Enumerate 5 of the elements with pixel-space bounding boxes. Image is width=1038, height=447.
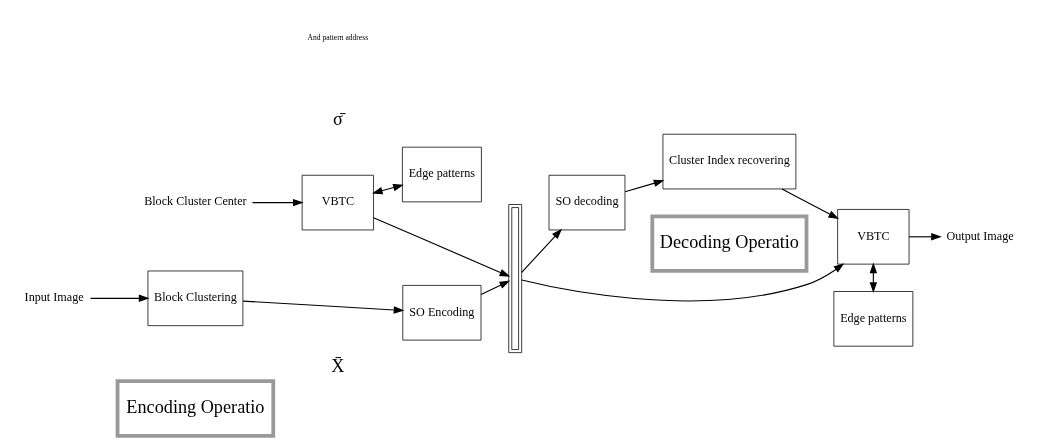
label: X̄ <box>331 356 345 377</box>
node-text: Output Image <box>946 228 1014 243</box>
node-text: Input Image <box>24 290 84 305</box>
label: And pattern address <box>307 33 369 43</box>
node-text: Block Cluster Center <box>144 194 247 209</box>
